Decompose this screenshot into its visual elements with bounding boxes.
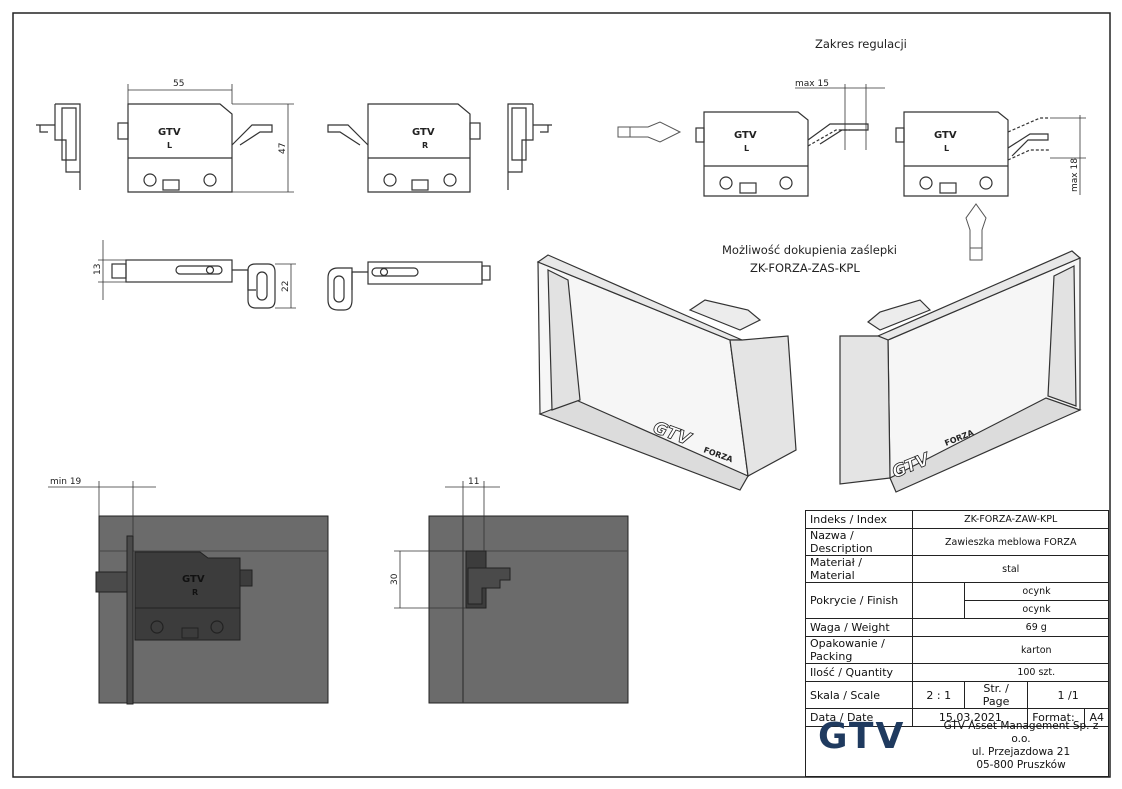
end-cap-3d-right [839,250,1082,493]
dimension-30 [394,550,466,609]
dim-11-label: 11 [468,477,479,487]
front-view-l: GTV L [117,103,273,193]
finish-label: Pokrycie / Finish [804,582,914,619]
row-finish-1: Pokrycie / Finish ocynk [804,582,1109,619]
packing-value: karton [964,636,1109,664]
company-city: 05-800 Pruszków [976,759,1066,771]
page-label: Str. / Page [963,681,1029,709]
svg-text:L: L [167,141,172,150]
front-view-r: GTV R [327,103,481,193]
install-view-front: GTV R [95,515,329,705]
row-name: Nazwa / Description Zawieszka meblowa FO… [804,528,1109,556]
name-label: Nazwa / Description [804,528,914,556]
end-cap-3d-left [536,254,797,491]
svg-text:GTV: GTV [412,127,435,138]
top-view-right [327,261,491,311]
dimension-min19 [48,481,156,536]
dim-min19-label: min 19 [50,477,82,487]
screwdriver-bit-horizontal [617,121,682,143]
adjustment-view-2: GTV L [895,111,1050,197]
row-date: Data / Date 15.03.2021 Format: A4 [804,708,1109,727]
row-quantity: Ilość / Quantity 100 szt. [804,663,1109,682]
sheet-frame [12,12,1111,778]
mozliwosc-label-2: ZK-FORZA-ZAS-KPL [750,261,860,275]
title-block: Indeks / Index ZK-FORZA-ZAW-KPL Nazwa / … [804,510,1109,777]
adjustment-view-1: GTV L [695,111,869,197]
zakres-regulacji-label: Zakres regulacji [815,37,907,51]
index-value: ZK-FORZA-ZAW-KPL [912,510,1109,529]
weight-value: 69 g [964,618,1109,637]
company-address: GTV Asset Management Sp. z o.o. ul. Prze… [934,720,1108,772]
svg-text:GTV: GTV [182,574,205,585]
dimension-13 [98,240,126,300]
finish-value-2: ocynk [964,600,1109,619]
company-name: GTV Asset Management Sp. z o.o. [943,720,1099,745]
row-material: Materiał / Material stal [804,555,1109,583]
dim-max18-label: max 18 [1070,158,1080,192]
date-label: Data / Date [804,708,914,727]
svg-text:L: L [744,144,749,153]
dim-22-label: 22 [281,281,291,292]
material-value: stal [912,555,1109,583]
dimension-11 [445,481,500,551]
dimension-max15 [795,84,885,150]
dim-30-label: 30 [390,573,400,585]
side-profile-left [36,103,81,190]
mozliwosc-label-1: Możliwość dokupienia zaślepki [722,243,897,257]
row-index: Indeks / Index ZK-FORZA-ZAW-KPL [804,510,1109,529]
packing-label: Opakowanie / Packing [804,636,914,664]
dimension-22 [275,263,296,309]
svg-text:GTV: GTV [734,130,757,141]
svg-text:R: R [192,588,198,597]
row-scale: Skala / Scale 2 : 1 Str. / Page 1 /1 [804,681,1109,709]
svg-text:R: R [422,141,428,150]
svg-text:GTV: GTV [158,127,181,138]
row-packing: Opakowanie / Packing karton [804,636,1109,664]
finish-value-1: ocynk [964,582,1109,601]
dim-55-label: 55 [173,79,184,89]
weight-label: Waga / Weight [804,618,914,637]
quantity-value: 100 szt. [964,663,1109,682]
company-street: ul. Przejazdowa 21 [971,746,1071,758]
dim-13-label: 13 [93,264,103,275]
material-label: Materiał / Material [804,555,914,583]
dimension-55 [127,84,233,104]
name-value: Zawieszka meblowa FORZA [912,528,1109,556]
screwdriver-bit-vertical [965,203,987,261]
svg-text:L: L [944,144,949,153]
dimension-max18 [1050,115,1086,195]
side-profile-right [507,103,552,190]
dim-max15-label: max 15 [795,79,829,89]
install-view-side [428,515,629,704]
index-label: Indeks / Index [804,510,914,529]
gtv-logo: GTV [818,716,906,757]
dimension-47 [232,103,294,193]
date-value: 15.03.2021 [912,708,1029,727]
page-value: 1 /1 [1027,681,1109,709]
quantity-label: Ilość / Quantity [804,663,914,682]
format-label: Format: [1027,708,1086,727]
dim-47-label: 47 [278,143,288,154]
row-weight: Waga / Weight 69 g [804,618,1109,637]
svg-text:GTV: GTV [934,130,957,141]
top-view-left [111,259,276,309]
company-block: GTV GTV Asset Management Sp. z o.o. ul. … [805,702,1109,777]
scale-label: Skala / Scale [804,681,914,709]
